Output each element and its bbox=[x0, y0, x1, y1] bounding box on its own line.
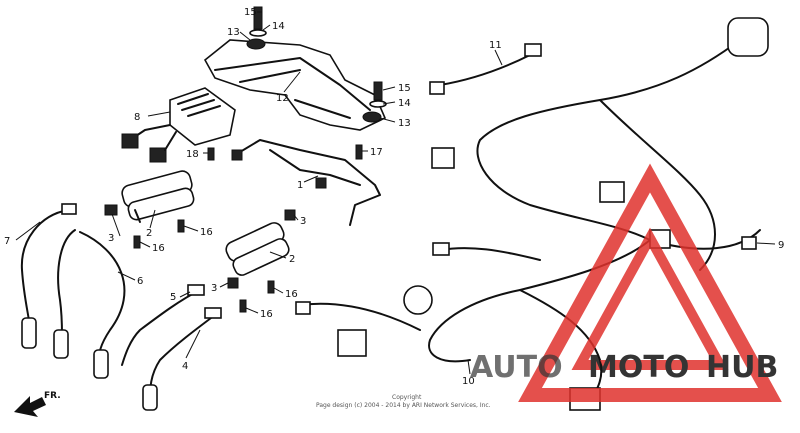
callout-14a: 14 bbox=[272, 21, 285, 32]
part-8-regulator bbox=[121, 87, 236, 163]
part-11-sub-harness bbox=[429, 43, 542, 95]
callout-2a: 2 bbox=[146, 228, 152, 239]
callout-3c: 3 bbox=[211, 283, 217, 294]
bolt-17 bbox=[355, 144, 363, 160]
callout-6: 6 bbox=[137, 276, 143, 287]
bolt-16a bbox=[177, 219, 185, 233]
front-direction-marker: FR. bbox=[14, 391, 61, 417]
callout-16c: 16 bbox=[285, 289, 298, 300]
clip-3b bbox=[284, 209, 296, 221]
callout-15a: 15 bbox=[244, 7, 257, 18]
callout-8: 8 bbox=[134, 112, 140, 123]
copyright-line-1: Copyright bbox=[392, 394, 422, 401]
part-10-main-harness bbox=[295, 17, 769, 411]
bolt-16b bbox=[133, 235, 141, 249]
clip-3a bbox=[104, 204, 118, 216]
bolt-16c bbox=[267, 280, 275, 294]
bolt-16d bbox=[239, 299, 247, 313]
bolt-18 bbox=[207, 147, 215, 161]
bolt-group-upper bbox=[246, 6, 267, 50]
callout-3a: 3 bbox=[108, 233, 114, 244]
callout-10: 10 bbox=[462, 376, 475, 387]
part-4-lead bbox=[142, 307, 222, 411]
callout-16d: 16 bbox=[260, 309, 273, 320]
clip-3c bbox=[227, 277, 239, 289]
watermark-word-hub: HUB bbox=[706, 350, 778, 385]
part-6-plug-lead bbox=[53, 229, 126, 379]
callout-13b: 13 bbox=[398, 118, 411, 129]
callout-18: 18 bbox=[186, 149, 199, 160]
callout-5: 5 bbox=[170, 292, 176, 303]
copyright-line-2: Page design (c) 2004 - 2014 by ARI Netwo… bbox=[316, 402, 491, 409]
callout-12: 12 bbox=[276, 93, 289, 104]
part-2-coil-lower bbox=[225, 222, 290, 276]
callout-15b: 15 bbox=[398, 83, 411, 94]
callout-9: 9 bbox=[778, 240, 784, 251]
callout-7: 7 bbox=[4, 236, 10, 247]
watermark-word-auto: AUTO bbox=[470, 350, 563, 385]
callout-13a: 13 bbox=[227, 27, 240, 38]
part-2-coil-upper bbox=[121, 170, 195, 223]
callout-2b: 2 bbox=[289, 254, 295, 265]
part-7-plug-lead bbox=[20, 203, 77, 349]
callout-1: 1 bbox=[297, 180, 303, 191]
callout-labels: 15 14 13 12 15 14 13 8 18 17 1 2 3 2 3 1… bbox=[4, 7, 784, 387]
callout-17: 17 bbox=[370, 147, 383, 158]
callout-16a: 16 bbox=[200, 227, 213, 238]
part-1-bracket bbox=[231, 139, 381, 226]
part-12-tray bbox=[203, 39, 387, 131]
callout-11: 11 bbox=[489, 40, 502, 51]
watermark-word-moto: MOTO bbox=[588, 350, 689, 385]
watermark-logo: AUTO MOTO HUB bbox=[470, 163, 782, 402]
leader-lines bbox=[15, 11, 776, 375]
callout-3b: 3 bbox=[300, 216, 306, 227]
part-5-lead bbox=[121, 284, 205, 366]
callout-16b: 16 bbox=[152, 243, 165, 254]
callout-4: 4 bbox=[182, 361, 188, 372]
front-label: FR. bbox=[44, 391, 61, 401]
callout-14b: 14 bbox=[398, 98, 411, 109]
copyright-block: Copyright Page design (c) 2004 - 2014 by… bbox=[316, 394, 491, 409]
